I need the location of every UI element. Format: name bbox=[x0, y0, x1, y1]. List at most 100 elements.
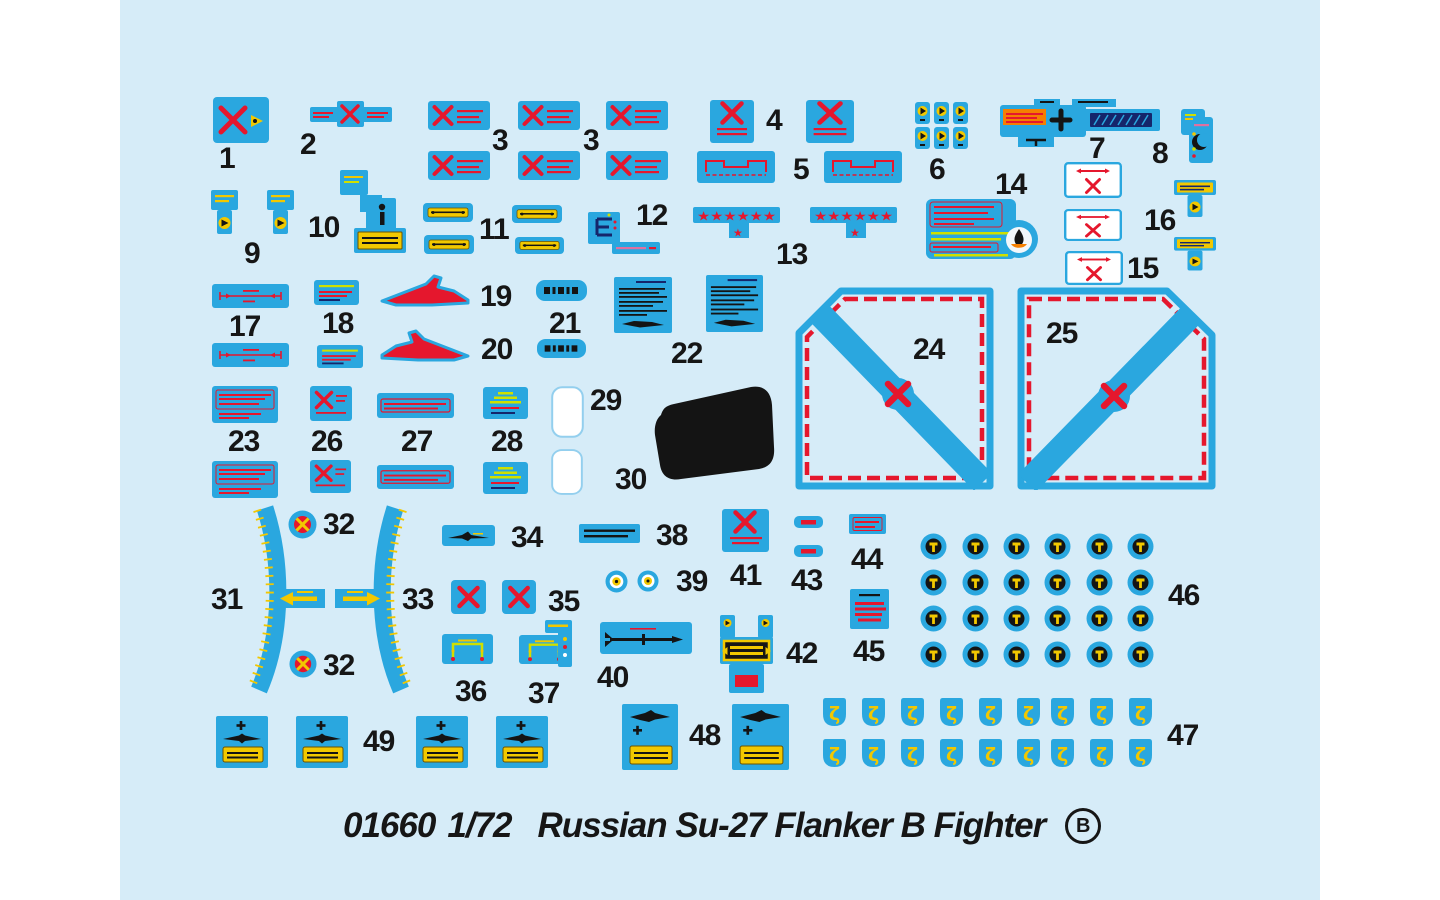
handle-marker-decal bbox=[515, 237, 564, 254]
item-number-33: 33 bbox=[402, 583, 434, 616]
stencil-lines-decal bbox=[314, 280, 359, 305]
item-number-6: 6 bbox=[929, 153, 946, 186]
kit-number: 01660 bbox=[343, 806, 436, 845]
blank-white-panel-decal bbox=[551, 449, 583, 495]
item-number-38: 38 bbox=[656, 519, 688, 552]
svg-text:ζ: ζ bbox=[1057, 744, 1068, 766]
red-outline-text-strip-decal bbox=[377, 393, 454, 418]
fuel-tag-decal bbox=[267, 190, 294, 234]
sheet-letter-badge: B bbox=[1065, 808, 1102, 844]
red-text-small-plate-decal bbox=[849, 514, 886, 534]
service-tag-decal bbox=[1181, 109, 1213, 163]
svg-text:ζ: ζ bbox=[829, 703, 840, 725]
shield-badge-decal: ζ bbox=[1016, 697, 1041, 727]
handle-marker-decal bbox=[423, 203, 473, 222]
ejection-seat-warning-decal bbox=[720, 615, 773, 693]
danger-text-plate-decal bbox=[850, 589, 889, 629]
shield-badge-decal: ζ bbox=[1089, 697, 1114, 727]
no-step-label-decal bbox=[518, 101, 580, 130]
t-roundel-decal bbox=[1086, 605, 1113, 632]
item-number-18: 18 bbox=[322, 307, 354, 340]
shield-badge-decal: ζ bbox=[978, 697, 1003, 727]
item-number-29: 29 bbox=[590, 384, 622, 417]
item-number-46: 46 bbox=[1168, 579, 1200, 612]
item-number-22: 22 bbox=[671, 337, 703, 370]
squadron-badge-decal bbox=[416, 716, 468, 768]
item-number-45: 45 bbox=[853, 635, 885, 668]
item-number-37: 37 bbox=[528, 677, 560, 710]
white-warning-card-decal bbox=[1064, 209, 1122, 241]
shield-badge-decal: ζ bbox=[1016, 738, 1041, 768]
svg-text:ζ: ζ bbox=[1135, 744, 1146, 766]
t-roundel-decal bbox=[1086, 641, 1113, 668]
item-number-36: 36 bbox=[455, 675, 487, 708]
svg-text:ζ: ζ bbox=[946, 744, 957, 766]
t-roundel-decal bbox=[920, 533, 947, 560]
yellow-label-tag-decal bbox=[1174, 180, 1216, 222]
hazard-roundel-decal bbox=[289, 650, 317, 678]
item-number-1: 1 bbox=[219, 142, 236, 175]
t-roundel-decal bbox=[962, 641, 989, 668]
item-number-26: 26 bbox=[311, 425, 343, 458]
t-roundel-decal bbox=[1127, 641, 1154, 668]
no-step-label-decal bbox=[518, 151, 580, 180]
t-roundel-decal bbox=[1127, 605, 1154, 632]
item-number-41: 41 bbox=[730, 559, 762, 592]
white-warning-card-decal bbox=[1064, 162, 1122, 198]
t-roundel-decal bbox=[1044, 533, 1071, 560]
shield-badge-decal: ζ bbox=[900, 738, 925, 768]
no-step-label-decal bbox=[606, 151, 668, 180]
svg-text:★★★★★★: ★★★★★★ bbox=[697, 210, 776, 225]
stencil-lines-decal bbox=[317, 345, 363, 368]
intake-warning-arcs-decal bbox=[237, 502, 423, 696]
handle-marker-decal bbox=[424, 235, 474, 254]
item-number-15: 15 bbox=[1127, 252, 1159, 285]
walkway-line-decal bbox=[212, 343, 289, 367]
svg-text:★★★★★★: ★★★★★★ bbox=[814, 210, 893, 225]
t-roundel-decal bbox=[1003, 533, 1030, 560]
t-roundel-decal bbox=[1044, 569, 1071, 596]
svg-text:ζ: ζ bbox=[868, 703, 879, 725]
svg-text:ζ: ζ bbox=[907, 703, 918, 725]
t-roundel-decal bbox=[1127, 533, 1154, 560]
no-step-label-decal bbox=[428, 151, 490, 180]
squadron-badge-decal bbox=[216, 716, 268, 768]
shield-badge-decal: ζ bbox=[1050, 738, 1075, 768]
squadron-badge-large-decal bbox=[732, 704, 789, 770]
item-number-49: 49 bbox=[363, 725, 395, 758]
position-dot-decal bbox=[605, 570, 628, 593]
shield-badge-decal: ζ bbox=[1128, 697, 1153, 727]
svg-text:ζ: ζ bbox=[1135, 703, 1146, 725]
victory-stars-decal: ★★★★★★★ bbox=[810, 207, 897, 238]
item-number-16: 16 bbox=[1144, 204, 1176, 237]
red-aircraft-silhouette-decal bbox=[380, 329, 470, 364]
t-roundel-decal bbox=[1003, 641, 1030, 668]
fuel-tag-decal bbox=[211, 190, 238, 234]
no-step-label-decal bbox=[428, 101, 490, 130]
item-number-42: 42 bbox=[786, 637, 818, 670]
item-number-30: 30 bbox=[615, 463, 647, 496]
t-roundel-decal bbox=[1003, 569, 1030, 596]
item-number-3: 3 bbox=[492, 124, 509, 157]
item-number-48: 48 bbox=[689, 719, 721, 752]
svg-text:ζ: ζ bbox=[1023, 703, 1034, 725]
red-text-plate-decal bbox=[212, 461, 278, 498]
t-roundel-decal bbox=[920, 605, 947, 632]
aircraft-silhouette-plate-decal bbox=[442, 525, 495, 546]
red-text-plate-decal bbox=[212, 386, 278, 423]
shield-badge-decal: ζ bbox=[861, 697, 886, 727]
technical-text-block-decal bbox=[614, 277, 672, 333]
t-roundel-decal bbox=[1044, 641, 1071, 668]
item-number-19: 19 bbox=[480, 280, 512, 313]
t-roundel-decal bbox=[962, 569, 989, 596]
item-number-10: 10 bbox=[308, 211, 340, 244]
canopy-release-marker-decal bbox=[934, 102, 949, 124]
canopy-release-marker-decal bbox=[934, 127, 949, 149]
shield-badge-decal: ζ bbox=[1089, 738, 1114, 768]
svg-text:ζ: ζ bbox=[868, 744, 879, 766]
red-x-square-decal bbox=[502, 580, 536, 614]
svg-text:ζ: ζ bbox=[1096, 744, 1107, 766]
canopy-release-marker-decal bbox=[953, 127, 968, 149]
stencil-cluster-decal bbox=[1000, 99, 1160, 147]
item-number-23: 23 bbox=[228, 425, 260, 458]
